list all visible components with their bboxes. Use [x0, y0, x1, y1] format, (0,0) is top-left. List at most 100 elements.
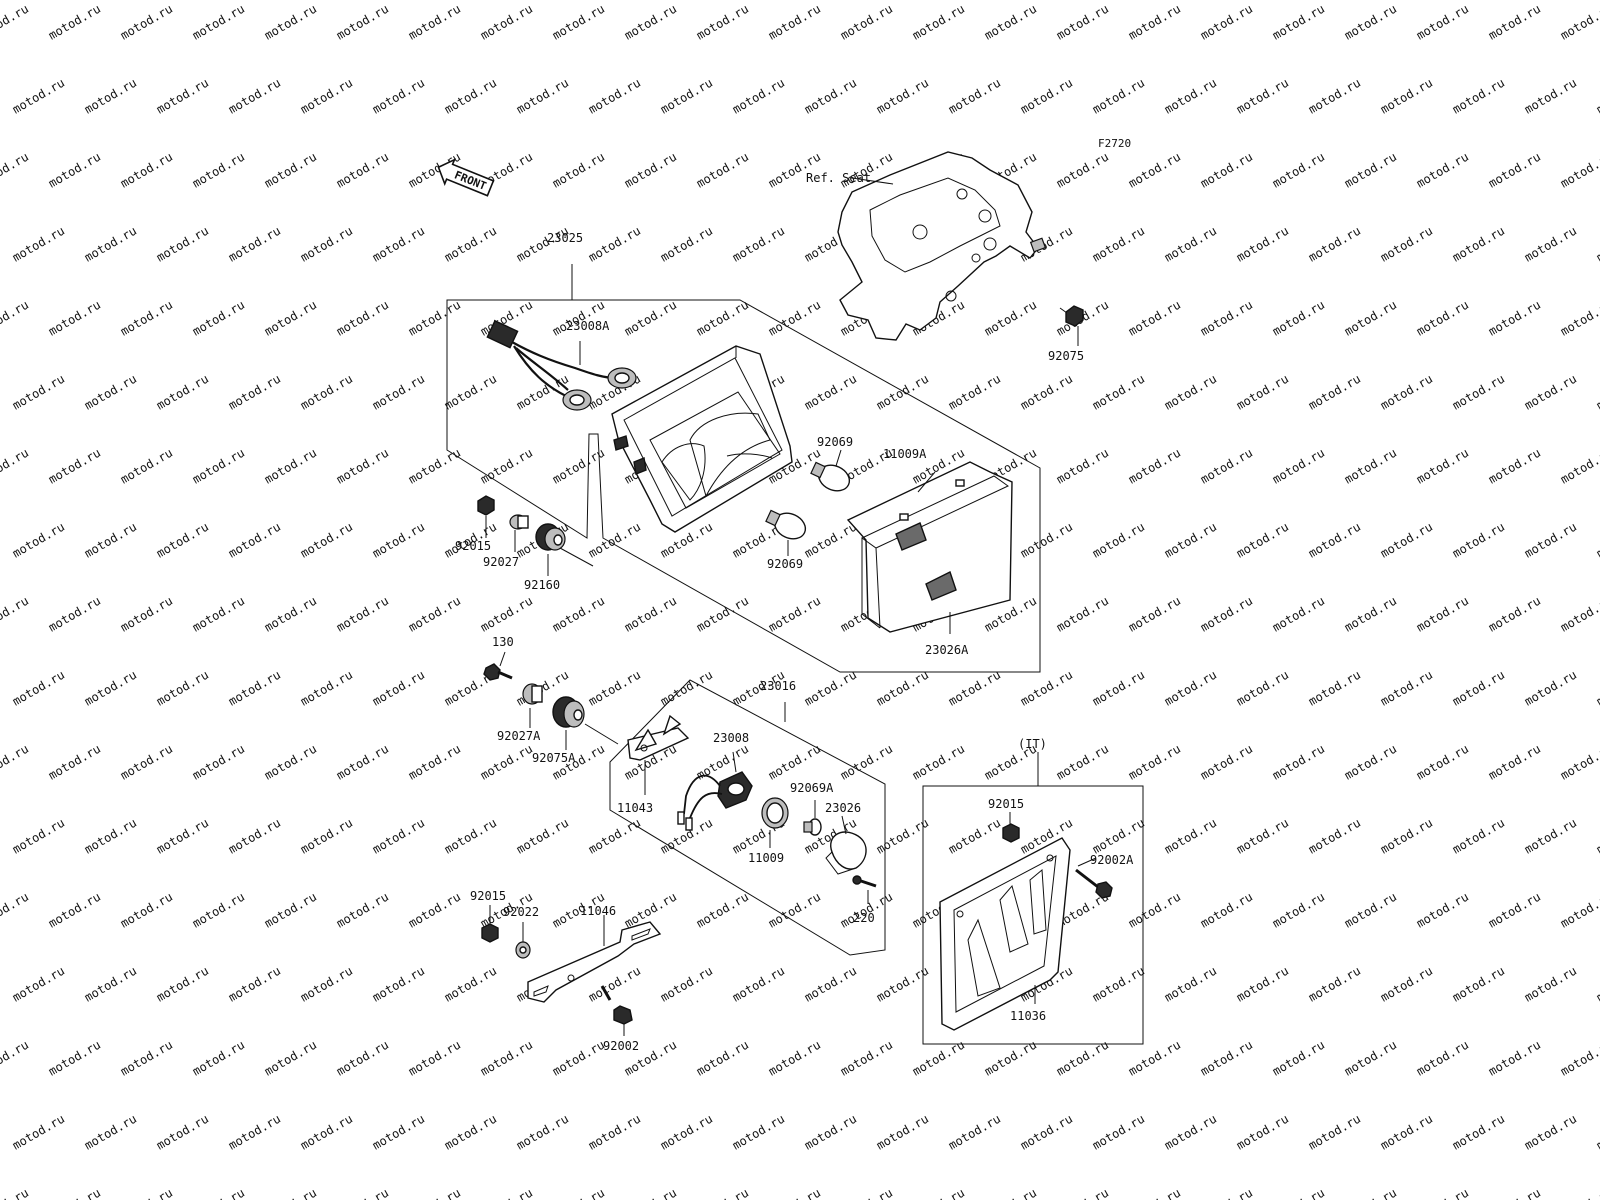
watermark-text: motod.ru: [1558, 890, 1600, 931]
callout-11009a: 11009A: [883, 447, 927, 461]
watermark-text: motod.ru: [1126, 150, 1183, 191]
watermark-text: motod.ru: [982, 2, 1039, 43]
watermark-text: motod.ru: [1198, 742, 1255, 783]
watermark-text: motod.ru: [1054, 446, 1111, 487]
watermark-text: motod.ru: [82, 668, 139, 709]
ref-seat-label: Ref. Seat: [806, 171, 871, 185]
callout-11009: 11009: [748, 851, 784, 865]
watermark-text: motod.ru: [1378, 816, 1435, 857]
watermark-text: motod.ru: [910, 1186, 967, 1200]
watermark-text: motod.ru: [190, 594, 247, 635]
watermark-text: motod.ru: [1378, 224, 1435, 265]
watermark-text: motod.ru: [226, 372, 283, 413]
watermark-text: motod.ru: [1486, 890, 1543, 931]
figure-code: F2720: [1098, 137, 1131, 150]
watermark-text: motod.ru: [694, 150, 751, 191]
watermark-text: motod.ru: [334, 890, 391, 931]
wiring-harness-23008a: [486, 319, 637, 411]
watermark-text: motod.ru: [1306, 816, 1363, 857]
watermark-text: motod.ru: [334, 150, 391, 191]
watermark-text: motod.ru: [1414, 1186, 1471, 1200]
watermark-text: motod.ru: [0, 742, 31, 783]
watermark-text: motod.ru: [1306, 1112, 1363, 1153]
callout-92075a: 92075A: [532, 751, 576, 765]
watermark-text: motod.ru: [406, 1038, 463, 1079]
grommet-92160: [535, 523, 566, 551]
watermark-text: motod.ru: [10, 224, 67, 265]
callout-23008a: 23008A: [566, 319, 610, 333]
watermark-text: motod.ru: [1162, 816, 1219, 857]
watermark-text: motod.ru: [1486, 446, 1543, 487]
watermark-text: motod.ru: [1234, 520, 1291, 561]
callout-23026a: 23026A: [925, 643, 969, 657]
watermark-text: motod.ru: [82, 964, 139, 1005]
watermark-text: motod.ru: [406, 890, 463, 931]
watermark-text: motod.ru: [1594, 224, 1600, 265]
watermark-text: motod.ru: [0, 2, 31, 43]
watermark-text: motod.ru: [910, 2, 967, 43]
watermark-text: motod.ru: [1450, 964, 1507, 1005]
watermark-text: motod.ru: [334, 594, 391, 635]
watermark-text: motod.ru: [1162, 76, 1219, 117]
watermark-text: motod.ru: [1198, 298, 1255, 339]
watermark-text: motod.ru: [190, 2, 247, 43]
watermark-text: motod.ru: [658, 76, 715, 117]
watermark-text: motod.ru: [730, 76, 787, 117]
watermark-text: motod.ru: [1126, 594, 1183, 635]
watermark-text: motod.ru: [1342, 890, 1399, 931]
watermark-text: motod.ru: [1126, 298, 1183, 339]
watermark-text: motod.ru: [46, 2, 103, 43]
watermark-text: motod.ru: [406, 2, 463, 43]
watermark-text: motod.ru: [1522, 1112, 1579, 1153]
watermark-text: motod.ru: [190, 298, 247, 339]
watermark-text: motod.ru: [190, 1038, 247, 1079]
watermark-text: motod.ru: [1054, 2, 1111, 43]
watermark-text: motod.ru: [1522, 668, 1579, 709]
watermark-text: motod.ru: [1378, 372, 1435, 413]
grommet-92075a: [552, 696, 585, 728]
washer-92022: [515, 941, 531, 959]
watermark-text: motod.ru: [1486, 150, 1543, 191]
nut-92015-mid: [481, 923, 499, 943]
watermark-text: motod.ru: [694, 1038, 751, 1079]
watermark-text: motod.ru: [802, 372, 859, 413]
watermark-text: motod.ru: [1378, 76, 1435, 117]
socket-23008: [677, 771, 753, 831]
watermark-text: motod.ru: [586, 76, 643, 117]
watermark-text: motod.ru: [1090, 964, 1147, 1005]
watermark-text: motod.ru: [1414, 1038, 1471, 1079]
watermark-text: motod.ru: [766, 1038, 823, 1079]
watermark-text: motod.ru: [1270, 742, 1327, 783]
callout-11036: 11036: [1010, 1009, 1046, 1023]
watermark-text: motod.ru: [442, 1112, 499, 1153]
watermark-text: motod.ru: [1018, 668, 1075, 709]
watermark-text: motod.ru: [1162, 1112, 1219, 1153]
watermark-text: motod.ru: [1054, 594, 1111, 635]
watermark-text: motod.ru: [262, 890, 319, 931]
callout-92022: 92022: [503, 905, 539, 919]
watermark-text: motod.ru: [802, 520, 859, 561]
watermark-text: motod.ru: [1378, 964, 1435, 1005]
watermark-text: motod.ru: [946, 668, 1003, 709]
watermark-text: motod.ru: [82, 1112, 139, 1153]
nut-92015-it: [1002, 823, 1020, 843]
watermark-text: motod.ru: [82, 372, 139, 413]
watermark-text: motod.ru: [190, 1186, 247, 1200]
watermark-text: motod.ru: [1486, 1186, 1543, 1200]
watermark-text: motod.ru: [1162, 224, 1219, 265]
watermark-text: motod.ru: [1306, 76, 1363, 117]
callout-23026: 23026: [825, 801, 861, 815]
watermark-text: motod.ru: [1270, 1186, 1327, 1200]
watermark-text: motod.ru: [1198, 1038, 1255, 1079]
watermark-text: motod.ru: [1450, 1112, 1507, 1153]
watermark-text: motod.ru: [1306, 964, 1363, 1005]
watermark-text: motod.ru: [586, 816, 643, 857]
callout-92002a: 92002A: [1090, 853, 1134, 867]
callout-220: 220: [853, 911, 875, 925]
callout-92027: 92027: [483, 555, 519, 569]
watermark-text: motod.ru: [802, 964, 859, 1005]
watermark-text: motod.ru: [10, 668, 67, 709]
callout-23025: 23025: [547, 231, 583, 245]
